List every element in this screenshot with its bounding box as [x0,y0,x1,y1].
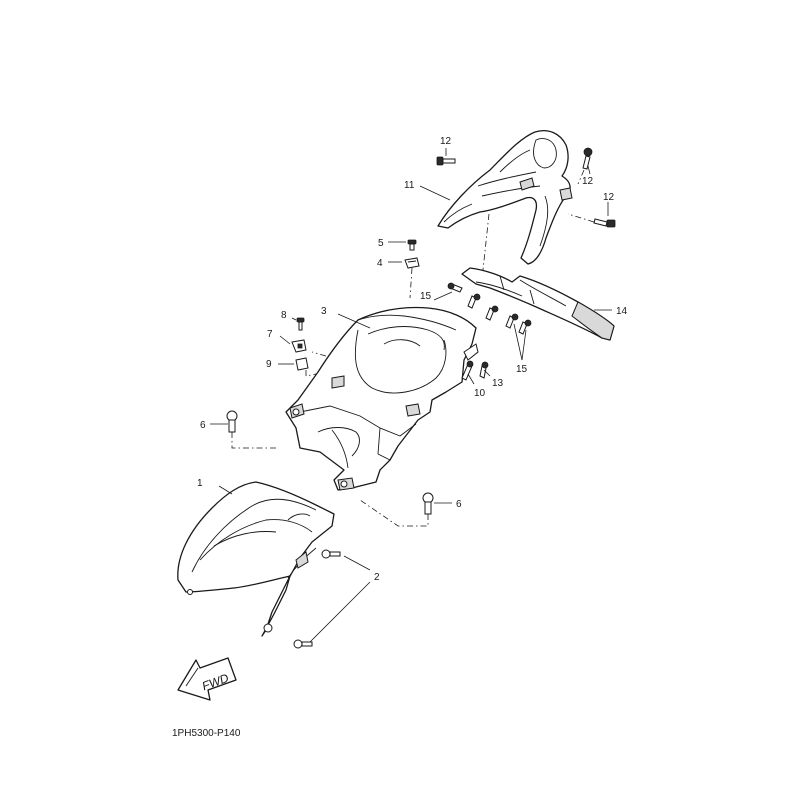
diagram-code: 1PH5300-P140 [172,728,241,739]
front-fender-part [177,481,335,637]
callout-11: 11 [404,180,415,191]
bolt-8 [296,317,305,331]
callout-6-upper: 6 [200,420,206,431]
callout-9: 9 [266,359,272,370]
screw-13 [479,361,489,379]
tail-cover-part [461,267,615,341]
callout-2: 2 [374,572,380,583]
inner-fender-part [285,306,479,491]
screws-2 [293,549,341,649]
callout-7: 7 [267,329,273,340]
bolt-6-upper [226,410,238,433]
callout-10: 10 [474,388,486,399]
callout-12-right: 12 [603,192,615,203]
screw-12-right-top [582,147,593,170]
assembly-lines [231,169,595,527]
callout-6-lower: 6 [456,499,462,510]
callout-8: 8 [281,310,287,321]
clip-7 [291,339,307,353]
callout-numbers: 1 2 3 4 5 6 6 7 8 9 10 11 12 12 12 13 14… [197,136,628,583]
callout-5: 5 [378,238,384,249]
bolt-5 [407,239,417,251]
callout-4: 4 [377,258,383,269]
callout-13: 13 [492,378,504,389]
bolt-6-lower [422,492,434,515]
screw-10 [461,360,474,381]
callout-15-left: 15 [420,291,432,302]
nut-4 [404,257,420,269]
callout-12-left: 12 [440,136,452,147]
callout-3: 3 [321,306,327,317]
callout-14: 14 [616,306,628,317]
leader-lines [210,148,612,643]
callout-1: 1 [197,478,203,489]
screw-12-left [436,156,456,166]
forward-direction-arrow: FWD [177,657,237,701]
screws-15 [447,282,532,335]
callout-12-right-top: 12 [582,176,594,187]
nut-9 [295,357,309,371]
grab-handle-part [437,130,573,265]
callout-15-right: 15 [516,364,528,375]
screw-12-right [593,218,616,228]
